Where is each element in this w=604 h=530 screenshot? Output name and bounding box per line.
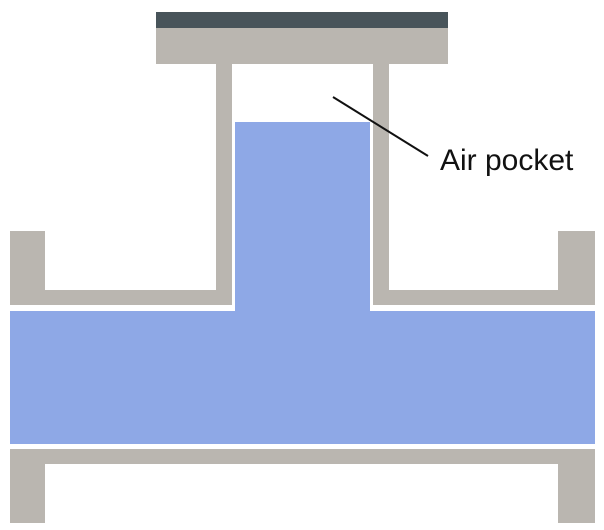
branch-left-wall (216, 64, 232, 290)
cap-dark-top (156, 12, 448, 28)
air-pocket-leader-line (332, 96, 429, 157)
water-in-branch (235, 122, 370, 314)
air-pocket-label: Air pocket (440, 144, 574, 177)
water-in-main-pipe (10, 311, 595, 444)
right-upper-flange (558, 231, 595, 305)
cap-plate (156, 28, 448, 64)
left-lower-flange (10, 449, 45, 523)
branch-right-wall (373, 64, 389, 290)
left-upper-flange (10, 231, 45, 305)
main-pipe-top-wall-left (10, 290, 232, 305)
main-pipe-top-wall-right (373, 290, 595, 305)
right-lower-flange (558, 449, 595, 523)
main-pipe-bottom-wall (10, 449, 595, 464)
